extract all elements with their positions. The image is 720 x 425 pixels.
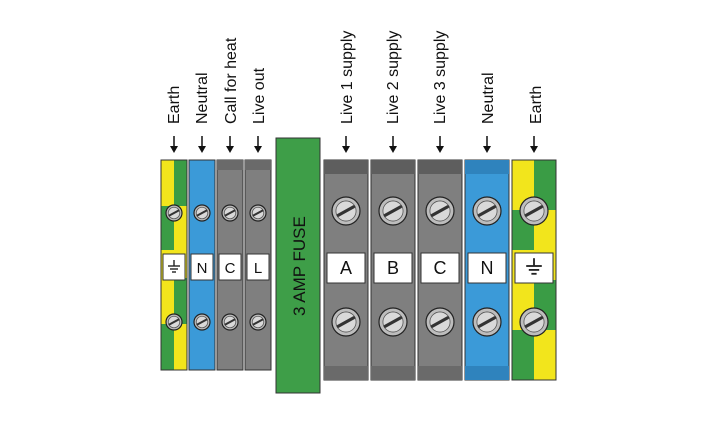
letter-neutral-left: N bbox=[197, 260, 208, 277]
slotted-screw-icon bbox=[519, 307, 549, 337]
down-arrow-icon bbox=[389, 136, 397, 153]
label-call-for-heat-text: Call for heat bbox=[223, 37, 240, 124]
arrows-group bbox=[170, 136, 538, 153]
slotted-screw-icon bbox=[221, 204, 239, 222]
slotted-screw-icon bbox=[378, 307, 408, 337]
slotted-screw-icon bbox=[165, 204, 183, 222]
down-arrow-icon bbox=[483, 136, 491, 153]
label-earth-right: Earth bbox=[528, 86, 545, 124]
label-neutral-left-text: Neutral bbox=[194, 72, 211, 124]
terminal-earth-left bbox=[160, 159, 188, 371]
letter-neutral-right: N bbox=[481, 258, 494, 278]
letter-live1: A bbox=[340, 258, 352, 278]
slotted-screw-icon bbox=[165, 313, 183, 331]
label-live3: Live 3 supply bbox=[432, 31, 449, 124]
label-box-neutral-right: N bbox=[467, 252, 507, 284]
label-live3-text: Live 3 supply bbox=[432, 31, 449, 124]
label-live2-text: Live 2 supply bbox=[385, 31, 402, 124]
down-arrow-icon bbox=[254, 136, 262, 153]
down-arrow-icon bbox=[170, 136, 178, 153]
slotted-screw-icon bbox=[249, 313, 267, 331]
label-box-earth-right bbox=[514, 252, 554, 284]
label-neutral-right: Neutral bbox=[480, 72, 497, 124]
label-box-call-for-heat: C bbox=[218, 253, 242, 281]
label-box-live-out: L bbox=[246, 253, 270, 281]
label-earth-right-text: Earth bbox=[528, 86, 545, 124]
label-box-earth-left bbox=[162, 253, 186, 281]
screws-group bbox=[165, 196, 549, 337]
down-arrow-icon bbox=[530, 136, 538, 153]
letter-call-for-heat: C bbox=[225, 260, 236, 277]
label-box-neutral-left: N bbox=[190, 253, 214, 281]
fuse-block: 3 AMP FUSE bbox=[275, 137, 321, 394]
label-live1: Live 1 supply bbox=[339, 31, 356, 124]
down-arrow-icon bbox=[226, 136, 234, 153]
slotted-screw-icon bbox=[425, 196, 455, 226]
slotted-screw-icon bbox=[425, 307, 455, 337]
letter-live-out: L bbox=[254, 260, 262, 277]
label-call-for-heat: Call for heat bbox=[223, 37, 240, 124]
slotted-screw-icon bbox=[472, 307, 502, 337]
slotted-screw-icon bbox=[249, 204, 267, 222]
label-live1-text: Live 1 supply bbox=[339, 31, 356, 124]
slotted-screw-icon bbox=[193, 313, 211, 331]
slotted-screw-icon bbox=[378, 196, 408, 226]
slotted-screw-icon bbox=[331, 307, 361, 337]
label-earth-left-text: Earth bbox=[166, 86, 183, 124]
fuse-label: 3 AMP FUSE bbox=[290, 216, 309, 316]
slotted-screw-icon bbox=[519, 196, 549, 226]
slotted-screw-icon bbox=[331, 196, 361, 226]
letter-live2: B bbox=[387, 258, 399, 278]
label-box-live2: B bbox=[373, 252, 413, 284]
slotted-screw-icon bbox=[221, 313, 239, 331]
label-neutral-left: Neutral bbox=[194, 72, 211, 124]
label-live-out-text: Live out bbox=[251, 67, 268, 124]
letter-live3: C bbox=[434, 258, 447, 278]
slotted-screw-icon bbox=[193, 204, 211, 222]
label-neutral-right-text: Neutral bbox=[480, 72, 497, 124]
slotted-screw-icon bbox=[472, 196, 502, 226]
label-box-live1: A bbox=[326, 252, 366, 284]
label-live2: Live 2 supply bbox=[385, 31, 402, 124]
label-live-out: Live out bbox=[251, 67, 268, 124]
label-box-live3: C bbox=[420, 252, 460, 284]
down-arrow-icon bbox=[436, 136, 444, 153]
down-arrow-icon bbox=[198, 136, 206, 153]
label-earth-left: Earth bbox=[166, 86, 183, 124]
down-arrow-icon bbox=[342, 136, 350, 153]
